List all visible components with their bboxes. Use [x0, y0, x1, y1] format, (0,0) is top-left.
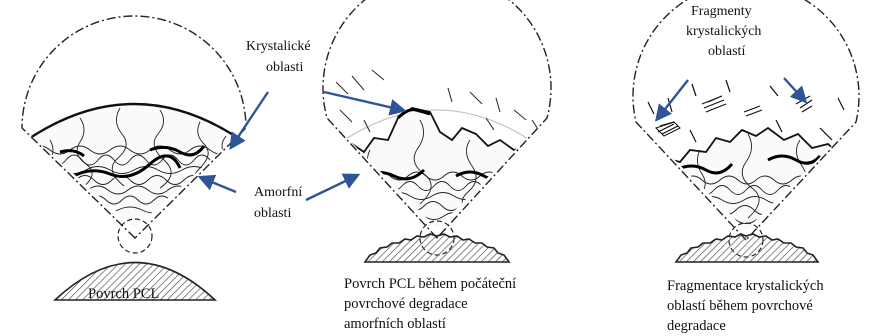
arrow-amorphous-2 [306, 176, 356, 200]
label-amorphous-line1: Amorfní [254, 185, 302, 201]
caption-panel-1: Povrch PCL [88, 286, 159, 303]
caption-panel-2-line1: Povrch PCL během počáteční [344, 276, 516, 293]
caption-panel-3-line2: oblastí během povrchové [667, 298, 813, 315]
caption-panel-3-line1: Fragmentace krystalických [667, 278, 824, 295]
label-crystalline-line1: Krystalické [246, 39, 311, 55]
label-crystalline-line2: oblasti [266, 60, 303, 76]
pcl-surface-body-2 [365, 234, 509, 262]
arrow-fragment-right [784, 78, 804, 100]
arrow-crystalline-1 [232, 92, 268, 146]
label-fragments-line3: oblastí [708, 44, 745, 60]
panel-1 [20, 16, 250, 300]
arrow-amorphous-1 [202, 178, 236, 192]
fragment-icon [656, 122, 680, 136]
label-fragments-line2: krystalických [686, 24, 761, 40]
caption-panel-3-line3: degradace [667, 318, 726, 335]
panel-2 [323, 0, 552, 262]
caption-panel-2-line3: amorfních oblastí [344, 316, 446, 333]
label-amorphous-line2: oblasti [254, 206, 291, 222]
arrow-crystalline-2 [324, 92, 402, 110]
caption-panel-2-line2: povrchové degradace [344, 296, 468, 313]
pcl-surface-body-3 [676, 234, 818, 262]
amorphous-mass-1 [20, 104, 250, 240]
degraded-surface-2 [324, 70, 552, 240]
arrow-fragment-left [658, 80, 688, 118]
label-fragments-line1: Fragmenty [691, 4, 752, 20]
